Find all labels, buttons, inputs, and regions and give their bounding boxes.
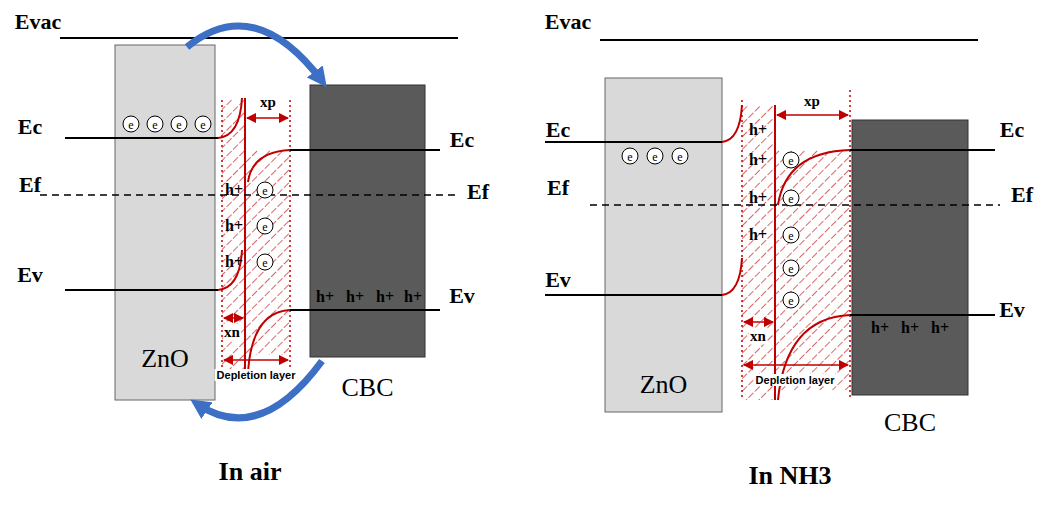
electron-symbol: e: [147, 116, 164, 133]
depletion-boundary: [222, 90, 850, 400]
depletion-hatch: [775, 150, 850, 390]
hole-symbol: h+: [376, 288, 394, 306]
material-name: ZnO: [115, 344, 215, 374]
hole-symbol: h+: [225, 253, 243, 271]
energy-level-label: Ef: [547, 175, 569, 201]
material-block: ZnO: [115, 45, 215, 400]
material-block: ZnO: [605, 78, 722, 412]
electron-symbol: e: [647, 148, 664, 165]
transfer-arrow: [197, 361, 322, 418]
band-edges: [65, 98, 995, 400]
depletion-hatch: [742, 105, 775, 400]
width-arrow: [224, 115, 848, 365]
interface-line: [774, 105, 776, 400]
vacuum-level: [600, 39, 978, 41]
electron-symbol: e: [783, 227, 800, 244]
width-label: xn: [749, 328, 767, 345]
electron-symbol: e: [672, 148, 689, 165]
energy-level-label: Ef: [19, 172, 41, 198]
zno-block: [115, 45, 215, 400]
depletion-hatch: [222, 100, 245, 372]
zno-block: [605, 78, 722, 412]
energy-level-label: Ec: [450, 127, 474, 153]
electron-symbol: e: [783, 190, 800, 207]
hole-symbol: h+: [346, 288, 364, 306]
energy-level-label: Ev: [545, 267, 571, 293]
energy-level-label: Ev: [999, 297, 1025, 323]
width-label: xp: [259, 94, 277, 111]
hole-symbol: h+: [225, 181, 243, 199]
electron-symbol: e: [783, 292, 800, 309]
interface-line: [244, 98, 246, 372]
electron-symbol: e: [783, 260, 800, 277]
energy-level-label: Ef: [1011, 182, 1033, 208]
energy-level-label: Ec: [18, 114, 42, 140]
electron-symbol: e: [257, 218, 274, 235]
vacuum-level: [60, 37, 458, 39]
material-name: CBC: [842, 408, 978, 438]
fermi-level: [40, 194, 460, 196]
panel-caption: In air: [219, 457, 282, 487]
hole-symbol: h+: [749, 121, 767, 139]
transfer-arrow: [187, 26, 322, 81]
hole-symbol: h+: [749, 189, 767, 207]
material-block: CBC: [842, 120, 978, 438]
cbc-block: [852, 120, 968, 395]
panel-caption: In NH3: [748, 461, 831, 491]
energy-level-label: Evac: [545, 9, 591, 35]
hole-symbol: h+: [749, 151, 767, 169]
energy-level-label: Ev: [449, 283, 475, 309]
electron-symbol: e: [257, 254, 274, 271]
energy-level-label: Ev: [17, 262, 43, 288]
energy-level-label: Ef: [467, 179, 489, 205]
hole-symbol: h+: [931, 319, 949, 337]
material-name: ZnO: [605, 370, 722, 400]
electron-symbol: e: [622, 148, 639, 165]
depletion-hatch: [245, 150, 290, 355]
material-block: CBC: [300, 85, 435, 403]
material-name: CBC: [300, 373, 435, 403]
electron-symbol: e: [257, 182, 274, 199]
hole-symbol: h+: [404, 288, 422, 306]
region-label: Depletion layer: [215, 369, 298, 381]
hole-symbol: h+: [316, 288, 334, 306]
energy-level-label: Evac: [15, 9, 61, 35]
cbc-block: [310, 85, 425, 357]
energy-level-label: Ec: [1000, 117, 1024, 143]
electron-symbol: e: [171, 116, 188, 133]
hole-symbol: h+: [225, 217, 243, 235]
hole-symbol: h+: [901, 319, 919, 337]
electron-symbol: e: [195, 116, 212, 133]
energy-level-label: Ec: [546, 117, 570, 143]
electron-symbol: e: [783, 152, 800, 169]
width-label: xp: [803, 93, 821, 110]
region-label: Depletion layer: [754, 374, 837, 386]
width-label: xn: [223, 324, 241, 341]
hole-symbol: h+: [871, 319, 889, 337]
electron-symbol: e: [123, 116, 140, 133]
hole-symbol: h+: [749, 226, 767, 244]
